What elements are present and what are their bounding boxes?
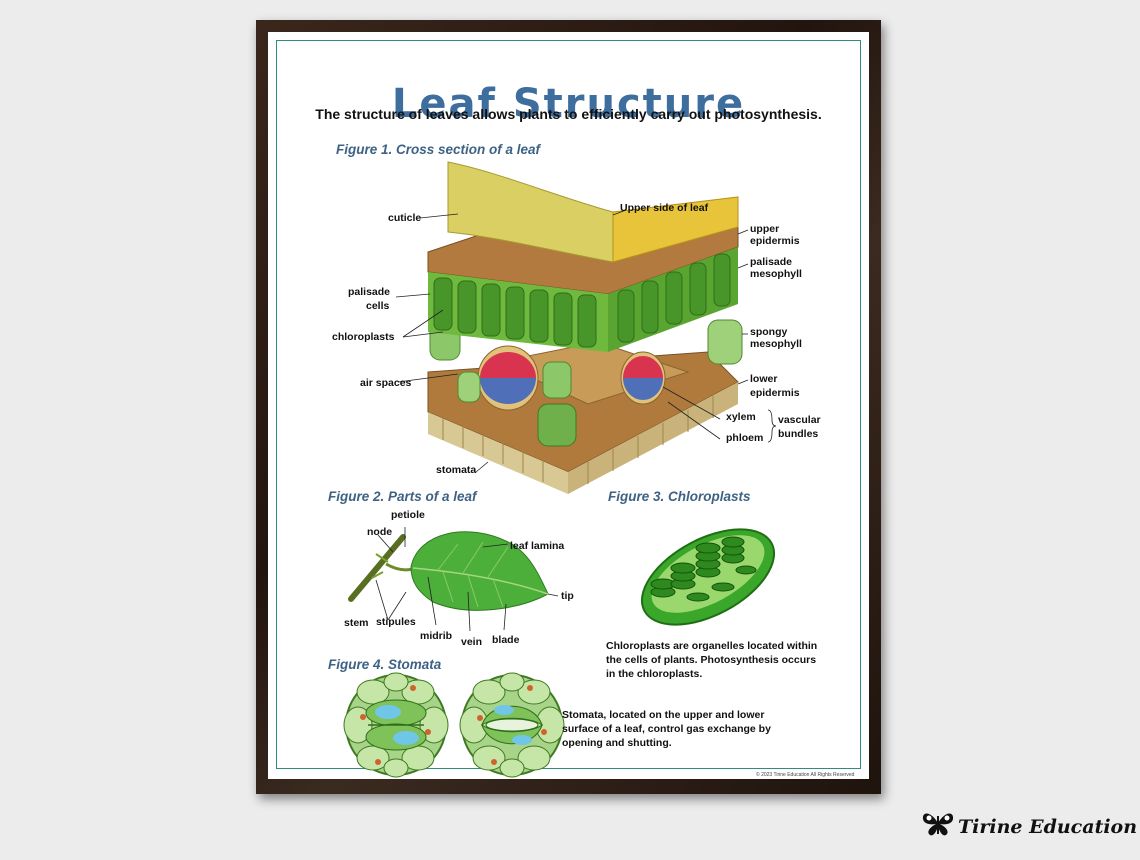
figure1-illustration — [395, 161, 777, 494]
picture-frame: Leaf Structure The structure of leaves a… — [256, 20, 881, 794]
brand-name: Tirine Education — [958, 816, 1138, 838]
label-chloroplasts: chloroplasts — [332, 331, 395, 343]
figure4-text-1: Stomata, located on the upper and lower — [562, 709, 765, 721]
label-lower-epidermis-2: epidermis — [750, 387, 800, 399]
brand-logo: Tirine Education — [920, 806, 1137, 846]
poster-border — [276, 40, 861, 769]
label-stem: stem — [344, 617, 369, 629]
figure3-text-3: in the chloroplasts. — [606, 668, 703, 680]
label-vein: vein — [461, 636, 483, 648]
label-stomata: stomata — [436, 464, 477, 476]
stoma-open — [459, 672, 565, 778]
label-palisade-mesophyll-1: palisade — [750, 256, 793, 268]
figure3-text-2: the cells of plants. Photosynthesis occu… — [606, 654, 817, 666]
figure1-caption: Figure 1. Cross section of a leaf — [336, 142, 541, 157]
figure3-text-1: Chloroplasts are organelles located with… — [606, 640, 818, 652]
label-upper-epidermis-1: upper — [750, 223, 780, 235]
label-spongy-mesophyll-2: mesophyll — [750, 338, 802, 350]
label-node: node — [367, 526, 393, 538]
figure4-text-2: surface of a leaf, control gas exchange … — [562, 723, 771, 735]
figure4-stomata-illustration — [343, 672, 565, 778]
figure2-caption: Figure 2. Parts of a leaf — [328, 489, 477, 504]
label-blade: blade — [492, 634, 520, 646]
label-palisade-cells-1: palisade — [348, 286, 391, 298]
label-vascular-bundles-1: vascular — [778, 414, 821, 426]
figure4-text-3: opening and shutting. — [562, 737, 672, 749]
figure3-caption: Figure 3. Chloroplasts — [608, 489, 751, 504]
figure2-leaf-illustration — [348, 527, 559, 632]
label-phloem: phloem — [726, 432, 764, 444]
label-xylem: xylem — [726, 411, 756, 423]
label-midrib: midrib — [420, 630, 453, 642]
copyright-notice: © 2023 Tirine Education All Rights Reser… — [756, 772, 855, 778]
label-palisade-mesophyll-2: mesophyll — [750, 268, 802, 280]
label-vascular-bundles-2: bundles — [778, 428, 819, 440]
label-upper-side: Upper side of leaf — [620, 202, 709, 214]
label-stipules: stipules — [376, 616, 416, 628]
stoma-closed — [343, 672, 449, 778]
figure3-chloroplast-illustration — [640, 528, 776, 626]
label-cuticle: cuticle — [388, 212, 422, 224]
figure4-caption: Figure 4. Stomata — [328, 657, 442, 672]
butterfly-icon — [922, 813, 954, 836]
label-lower-epidermis-1: lower — [750, 373, 778, 385]
label-upper-epidermis-2: epidermis — [750, 235, 800, 247]
poster-title: Leaf Structure — [391, 81, 746, 127]
label-leaf-lamina: leaf lamina — [510, 540, 565, 552]
label-air-spaces: air spaces — [360, 377, 412, 389]
label-petiole: petiole — [391, 509, 425, 521]
poster: Leaf Structure The structure of leaves a… — [268, 32, 869, 779]
label-tip: tip — [561, 590, 574, 602]
label-palisade-cells-2: cells — [366, 300, 390, 312]
label-spongy-mesophyll-1: spongy — [750, 326, 788, 338]
poster-subtitle: The structure of leaves allows plants to… — [315, 106, 822, 122]
